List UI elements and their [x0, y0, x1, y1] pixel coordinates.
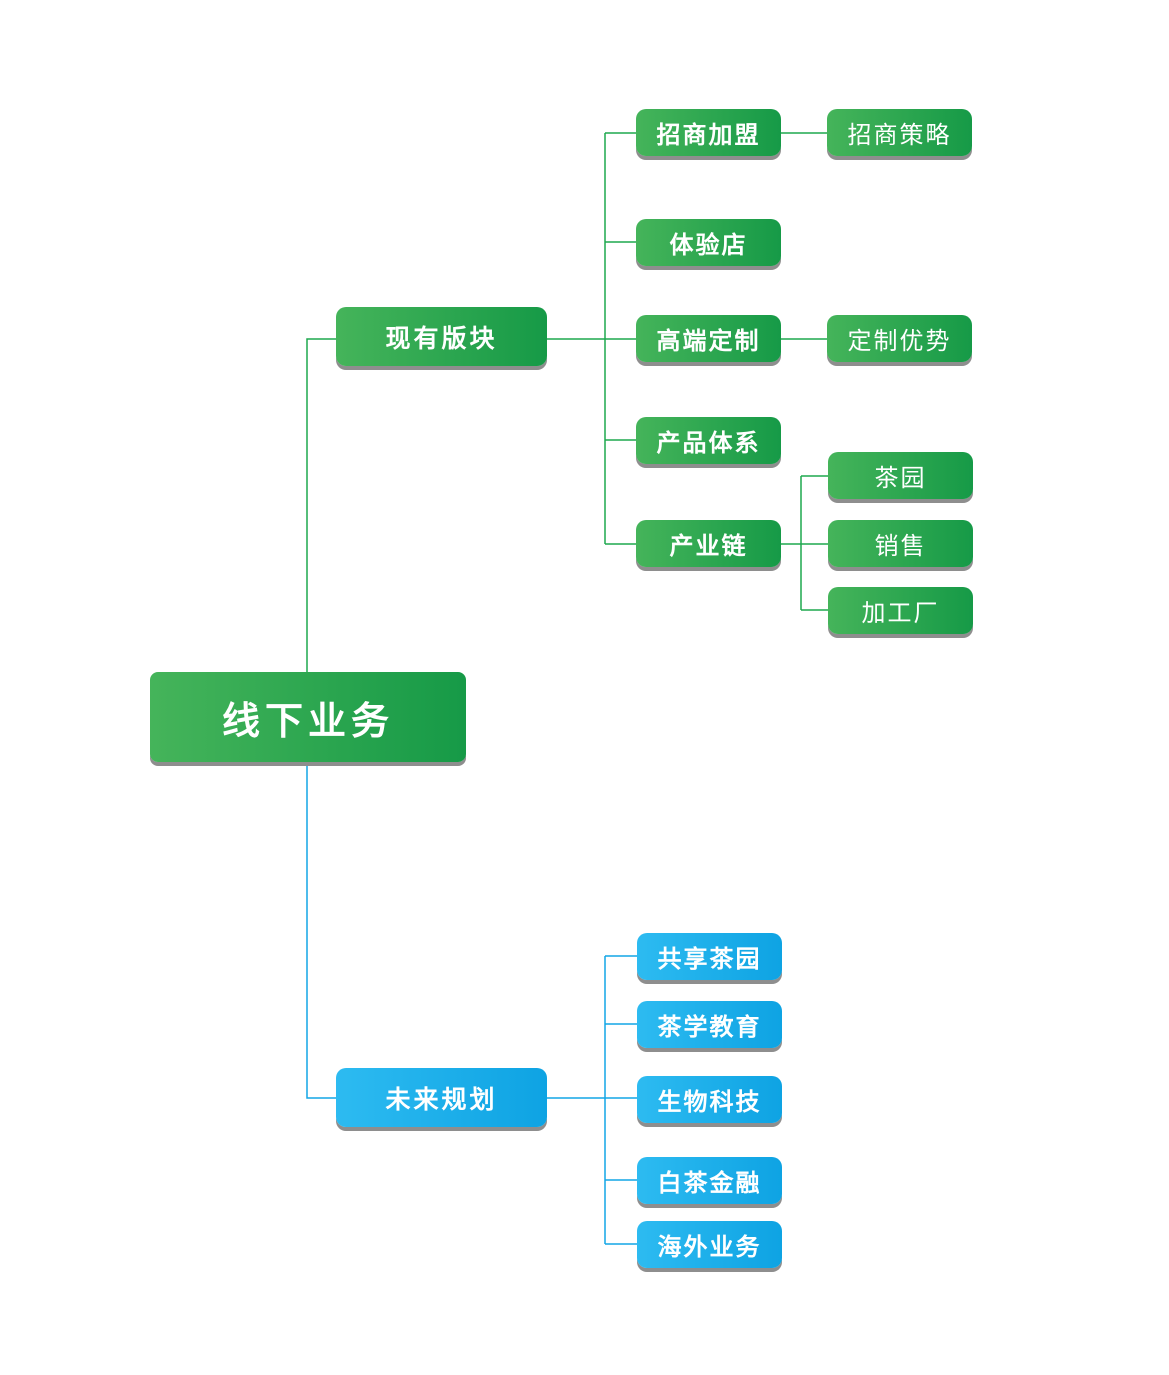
node-custom[interactable]: 高端定制	[636, 315, 781, 362]
node-industry-chain[interactable]: 产业链	[636, 520, 781, 567]
node-franchise[interactable]: 招商加盟	[636, 109, 781, 156]
node-custom-advantage[interactable]: 定制优势	[827, 315, 972, 362]
node-experience-store[interactable]: 体验店	[636, 219, 781, 266]
node-tea-garden[interactable]: 茶园	[828, 452, 973, 499]
root-node[interactable]: 线下业务	[150, 672, 466, 762]
node-product-system[interactable]: 产品体系	[636, 417, 781, 464]
node-franchise-strategy[interactable]: 招商策略	[827, 109, 972, 156]
node-biotech[interactable]: 生物科技	[637, 1076, 782, 1123]
node-future-plans[interactable]: 未来规划	[336, 1068, 547, 1127]
node-factory[interactable]: 加工厂	[828, 587, 973, 634]
node-current-sections[interactable]: 现有版块	[336, 307, 547, 366]
connector-root-future	[306, 765, 336, 1099]
connector-root-current	[306, 338, 336, 672]
node-shared-garden[interactable]: 共享茶园	[637, 933, 782, 980]
node-white-tea-finance[interactable]: 白茶金融	[637, 1157, 782, 1204]
node-tea-education[interactable]: 茶学教育	[637, 1001, 782, 1048]
node-sales[interactable]: 销售	[828, 520, 973, 567]
node-overseas[interactable]: 海外业务	[637, 1221, 782, 1268]
